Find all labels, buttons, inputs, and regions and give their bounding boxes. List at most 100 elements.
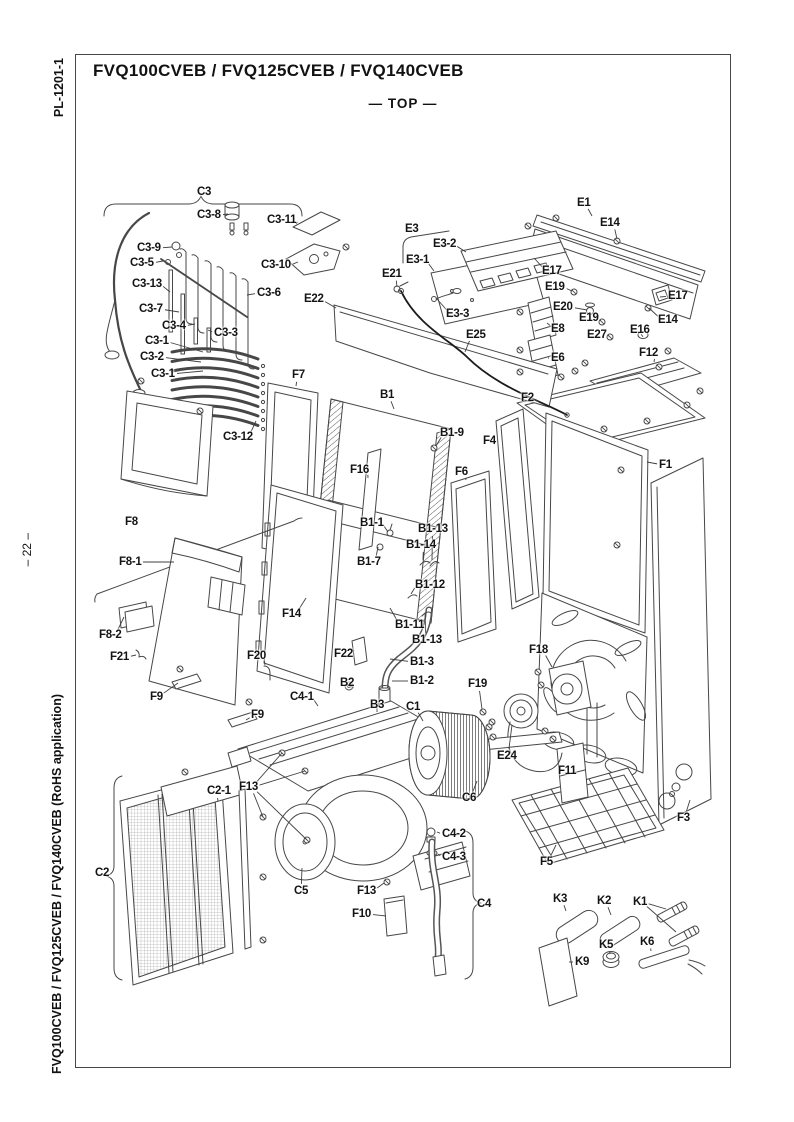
c3-assembly [103, 195, 341, 397]
part-label-e3-1: E3-1 [406, 254, 430, 266]
part-label-e19: E19 [545, 281, 565, 293]
part-label-c3-9: C3-9 [137, 242, 161, 254]
e25-harness [398, 288, 570, 418]
part-label-f8-1: F8-1 [119, 556, 142, 568]
part-label-b1-13: B1-13 [418, 523, 448, 535]
part-label-e17: E17 [542, 265, 562, 277]
part-label-f21: F21 [110, 651, 129, 663]
part-label-f18: F18 [529, 644, 548, 656]
part-label-f20: F20 [247, 650, 266, 662]
part-label-f3: F3 [677, 812, 690, 824]
part-label-e3-2: E3-2 [433, 238, 457, 250]
part-label-b1-12: B1-12 [415, 579, 445, 591]
view-label: — TOP — [368, 96, 438, 111]
f10-plate [383, 895, 408, 937]
part-label-f9: F9 [150, 691, 163, 703]
part-label-c3-8: C3-8 [197, 209, 221, 221]
part-label-f19: F19 [468, 678, 487, 690]
part-label-b1-9: B1-9 [440, 427, 464, 439]
e22-panel [333, 304, 558, 408]
c2-filter-assembly [105, 765, 252, 986]
part-label-c3-6: C3-6 [257, 287, 281, 299]
part-label-e27: E27 [587, 329, 607, 341]
part-label-c3-10: C3-10 [261, 259, 291, 271]
part-label-c3-12: C3-12 [223, 431, 253, 443]
part-label-c3-7: C3-7 [139, 303, 163, 315]
f16-strip [358, 448, 382, 551]
part-label-k9: K9 [575, 956, 590, 968]
part-label-f10: F10 [352, 908, 371, 920]
part-label-e6: E6 [551, 352, 565, 364]
f6-panel [450, 470, 497, 643]
page-border [75, 54, 731, 1068]
part-label-f5: F5 [540, 856, 553, 868]
page-title: FVQ100CVEB / FVQ125CVEB / FVQ140CVEB [93, 61, 464, 80]
f18-pump-bracket [548, 660, 592, 716]
part-label-f16: F16 [350, 464, 369, 476]
part-label-c4-3: C4-3 [442, 851, 466, 863]
part-label-c3: C3 [197, 186, 212, 198]
part-label-b1-13: B1-13 [412, 634, 442, 646]
part-label-c2-1: C2-1 [207, 785, 231, 797]
part-label-f9: F9 [251, 709, 264, 721]
f4-panel [495, 408, 540, 610]
part-label-f22: F22 [334, 648, 353, 660]
c4-1-fan-housing [227, 700, 563, 891]
e1-mounting-assembly [524, 214, 706, 339]
part-label-c3-1: C3-1 [151, 368, 175, 380]
part-label-c4: C4 [477, 898, 492, 910]
part-label-b1: B1 [380, 389, 395, 401]
part-label-e1: E1 [577, 197, 591, 209]
part-label-e14: E14 [600, 217, 620, 229]
part-label-b1-3: B1-3 [410, 656, 434, 668]
part-label-c4-1: C4-1 [290, 691, 314, 703]
part-label-e17: E17 [668, 290, 688, 302]
part-label-c2: C2 [95, 867, 110, 879]
part-label-b1-11: B1-11 [395, 619, 425, 631]
part-label-e3-3: E3-3 [446, 308, 470, 320]
f8-door-group [94, 517, 303, 728]
part-label-k1: K1 [633, 896, 648, 908]
f14-panel [255, 484, 344, 694]
part-label-f8: F8 [125, 516, 138, 528]
part-label-c3-11: C3-11 [267, 214, 297, 226]
part-label-c3-1: C3-1 [145, 335, 169, 347]
part-label-e3: E3 [405, 223, 419, 235]
part-label-f6: F6 [455, 466, 468, 478]
part-label-e16: E16 [630, 324, 650, 336]
part-label-c3-4: C3-4 [162, 320, 186, 332]
part-label-e20: E20 [553, 301, 573, 313]
part-label-c3-5: C3-5 [130, 257, 154, 269]
part-label-e8: E8 [551, 323, 565, 335]
part-label-f7: F7 [292, 369, 305, 381]
part-label-f4: F4 [483, 435, 496, 447]
part-label-c4-2: C4-2 [442, 828, 466, 840]
part-label-e19: E19 [579, 312, 599, 324]
part-label-b2: B2 [340, 677, 355, 689]
part-label-e14: E14 [658, 314, 678, 326]
f5-base-tray [511, 767, 665, 865]
part-label-k2: K2 [597, 895, 612, 907]
part-label-c3-2: C3-2 [140, 351, 164, 363]
part-label-e21: E21 [382, 268, 402, 280]
part-label-f13: F13 [357, 885, 376, 897]
part-label-c3-3: C3-3 [214, 327, 238, 339]
f11-bracket [556, 742, 589, 804]
part-label-k5: K5 [599, 939, 614, 951]
part-label-f1: F1 [659, 459, 672, 471]
part-label-f13: F13 [239, 781, 258, 793]
f3-side-panel [650, 457, 712, 826]
part-label-e22: E22 [304, 293, 324, 305]
part-label-k3: K3 [553, 893, 568, 905]
front-grille-frame [120, 390, 214, 497]
e24-motor [503, 693, 563, 773]
part-label-e25: E25 [466, 329, 486, 341]
part-label-b1-7: B1-7 [357, 556, 381, 568]
part-label-k6: K6 [640, 936, 655, 948]
part-label-b3: B3 [370, 699, 385, 711]
part-label-e24: E24 [497, 750, 517, 762]
part-label-f2: F2 [521, 392, 534, 404]
k-accessory-parts [538, 901, 706, 1007]
